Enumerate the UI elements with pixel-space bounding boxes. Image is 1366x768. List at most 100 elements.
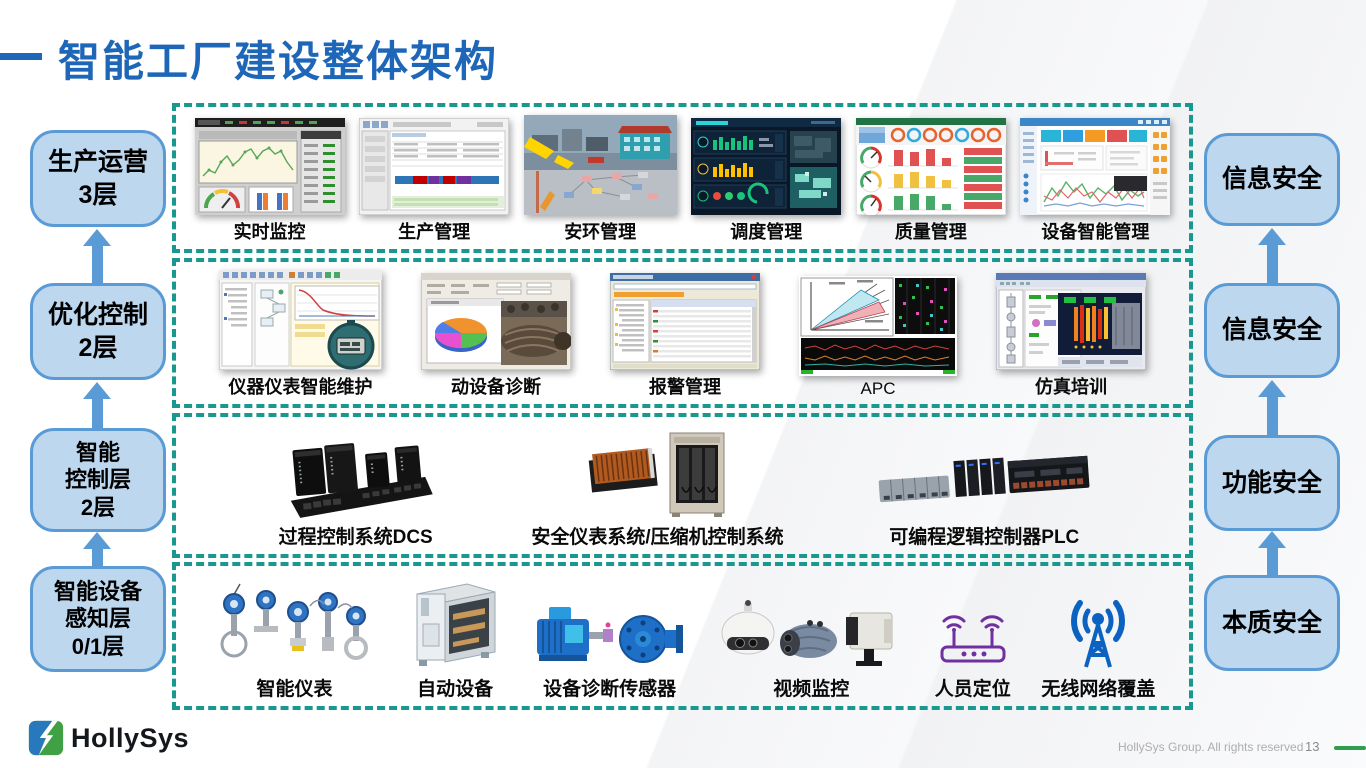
device-item-personnel-positioning: 人员定位 [934,607,1012,701]
layer-line: 智能设备 [53,578,142,604]
hardware-item-dcs: 过程控制系统DCS [273,437,438,549]
hardware-label: 安全仪表系统/压缩机控制系统 [531,527,784,548]
device-item-equipment-diagnosis-sensor: 设备诊断传感器 [531,599,689,701]
page-number: 13 [1305,739,1320,754]
production-management-screenshot [359,118,510,215]
device-label: 智能仪表 [256,679,333,700]
hollysys-logo: HollySys [28,720,189,756]
device-label: 设备诊断传感器 [543,679,677,700]
app-item-alarm-management: 报警管理 [610,273,760,399]
device-item-smart-instruments: 智能仪表 [210,576,380,701]
app-item-apc: APC [799,276,957,399]
app-item-realtime-monitoring: 实时监控 [194,118,345,244]
layer-line: 智能 [75,439,120,465]
up-arrow-icon [83,382,111,428]
rotating-equipment-diagnosis-screenshot [421,273,571,370]
up-arrow-icon [1258,531,1286,575]
sis-compressor-control-hardware-photo [589,432,725,517]
app-label: 设备智能管理 [1041,222,1150,242]
footer-green-line [1334,746,1366,750]
layer-line: 3层 [78,180,118,209]
layer-line: 2层 [78,333,118,362]
app-item-instrument-smart-maintenance: 仪器仪表智能维护 [219,270,382,399]
layer-line: 0/1层 [71,633,125,659]
equipment-intelligent-management-screenshot [1020,118,1171,215]
safety-label: 信息安全 [1221,165,1322,194]
layer-line: 感知层 [64,606,131,632]
device-label: 无线网络覆盖 [1041,679,1156,700]
layer-box-intelligent-control: 智能 控制层 2层 [30,428,166,532]
app-item-rotating-equipment-diagnosis: 动设备诊断 [421,273,571,399]
app-label: 调度管理 [730,222,803,242]
quality-management-screenshot [855,118,1006,215]
safety-label: 信息安全 [1221,316,1322,345]
safety-box-information-security-1: 信息安全 [1204,133,1340,226]
row-intelligent-control-systems: 过程控制系统DCS 安全仪表系统/压缩机控制系统 [172,413,1193,558]
app-label: 质量管理 [894,222,967,242]
device-label: 视频监控 [773,679,850,700]
automatic-equipment-photo [416,583,496,666]
app-label: 仪器仪表智能维护 [228,377,373,397]
plc-hardware-photo [878,455,1090,503]
layer-box-smart-device-perception: 智能设备 感知层 0/1层 [30,566,166,672]
app-label: 报警管理 [649,377,721,397]
layer-box-production-operation: 生产运营 3层 [30,130,166,227]
safety-box-information-security-2: 信息安全 [1204,283,1340,378]
video-surveillance-photo [721,600,893,666]
hardware-label: 过程控制系统DCS [278,527,433,548]
device-label: 自动设备 [417,679,494,700]
row-production-operation-apps: 实时监控 生产管理 [172,103,1193,253]
app-item-quality-management: 质量管理 [855,118,1006,244]
device-item-automatic-equipment: 自动设备 [409,576,501,701]
safety-label: 功能安全 [1221,468,1322,497]
safety-label: 本质安全 [1221,608,1322,637]
up-arrow-icon [1258,380,1286,435]
up-arrow-icon [1258,228,1286,283]
equipment-diagnosis-sensor-photo [536,607,683,663]
app-item-production-management: 生产管理 [359,118,510,244]
up-arrow-icon [83,532,111,566]
app-item-dispatch-management: 调度管理 [691,118,842,244]
smart-instruments-photo [220,583,368,660]
hardware-item-plc: 可编程逻辑控制器PLC [877,447,1092,549]
instrument-smart-maintenance-screenshot [219,270,382,370]
device-label: 人员定位 [934,679,1011,700]
app-label: 生产管理 [398,222,471,242]
dcs-hardware-photo [290,443,433,518]
safety-box-functional-safety: 功能安全 [1204,435,1340,531]
hardware-item-sis-compressor-control: 安全仪表系统/压缩机控制系统 [531,427,784,549]
apc-screenshot [799,276,957,376]
simulation-training-screenshot [996,273,1146,370]
copyright-text: HollySys Group. All rights reserved [1118,740,1304,754]
app-label: 实时监控 [233,222,306,242]
row-optimization-control-apps: 仪器仪表智能维护 动设备诊断 [172,258,1193,408]
layer-line: 优化控制 [47,301,148,329]
realtime-monitoring-screenshot [194,118,345,215]
wireless-network-coverage-icon [1071,600,1126,668]
safety-environment-screenshot [523,115,677,215]
title-dash [0,53,42,60]
layer-line: 生产运营 [47,148,148,176]
app-label: 仿真培训 [1035,377,1107,397]
dispatch-management-screenshot [691,118,842,215]
hollysys-logo-icon [28,720,64,756]
safety-box-intrinsic-safety: 本质安全 [1204,575,1340,671]
page-title: 智能工厂建设整体架构 [58,38,499,85]
layer-line: 控制层 [64,467,131,493]
hardware-label: 可编程逻辑控制器PLC [889,527,1080,548]
up-arrow-icon [83,229,111,283]
alarm-management-screenshot [610,273,760,370]
personnel-positioning-icon [940,615,1006,663]
layer-line: 2层 [80,494,116,520]
app-item-simulation-training: 仿真培训 [996,273,1146,399]
app-item-equipment-intelligent-management: 设备智能管理 [1020,118,1171,244]
hollysys-logo-text: HollySys [71,722,190,753]
layer-box-optimization-control: 优化控制 2层 [30,283,166,380]
device-item-video-surveillance: 视频监控 [718,599,904,701]
device-item-wireless-coverage: 无线网络覆盖 [1041,591,1155,701]
app-item-safety-environment: 安环管理 [523,115,677,244]
app-label: APC [860,379,896,398]
app-label: 安环管理 [564,222,637,242]
row-smart-device-perception: 智能仪表 自动设备 [172,562,1193,710]
